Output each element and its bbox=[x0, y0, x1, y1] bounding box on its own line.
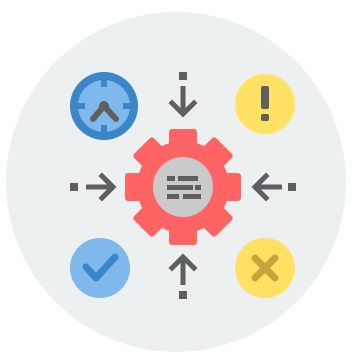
arrow-right-icon bbox=[70, 172, 117, 202]
gear-hub-marks bbox=[167, 176, 201, 199]
x-mark-icon bbox=[235, 238, 295, 298]
gear-icon bbox=[125, 129, 241, 245]
arrow-down-icon bbox=[168, 72, 198, 118]
arrow-left-icon bbox=[251, 172, 296, 202]
checkmark-icon bbox=[70, 238, 130, 298]
arrow-up-icon bbox=[168, 253, 198, 299]
clock-icon bbox=[70, 72, 138, 140]
alert-icon bbox=[235, 74, 295, 134]
